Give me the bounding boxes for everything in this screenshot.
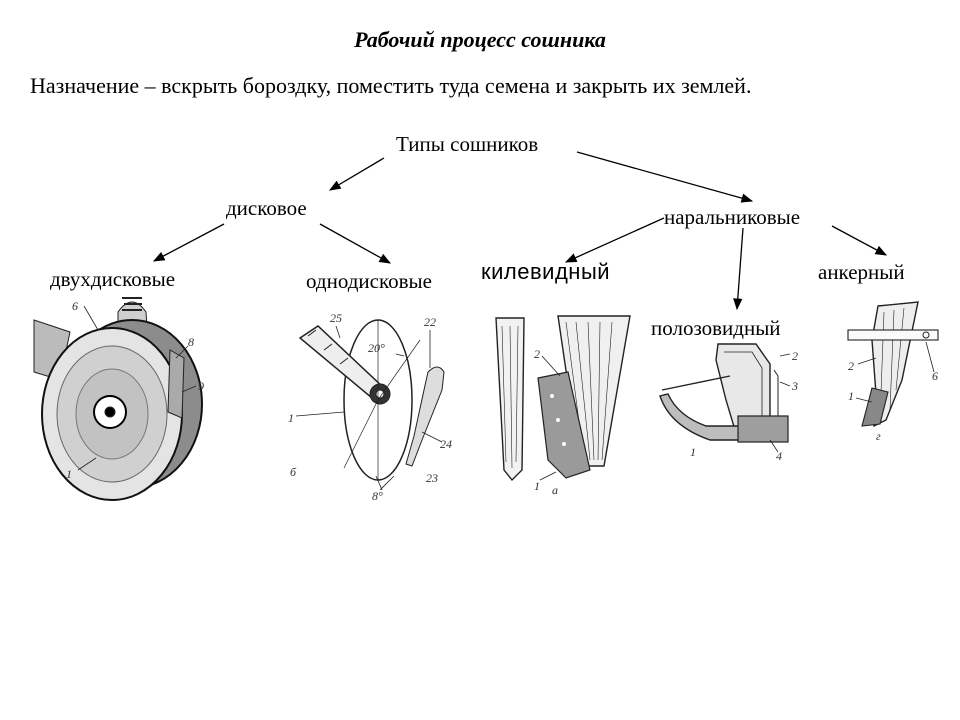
anchor-callout-g: г	[876, 429, 881, 443]
arrow-root-to-disc	[328, 157, 385, 191]
arrow-share-to-anchor	[831, 225, 888, 256]
dd-callout-1: 1	[66, 467, 72, 481]
keel-callout-1: 1	[534, 479, 540, 493]
arrow-disc-to-double	[152, 223, 225, 262]
sd-callout-1: 1	[288, 411, 294, 425]
runner-callout-3: 3	[791, 379, 798, 393]
node-disc: дисковое	[226, 196, 307, 220]
sd-callout-22: 22	[424, 315, 436, 329]
node-opener-types: Типы сошников	[396, 132, 539, 156]
node-anchor: анкерный	[818, 260, 905, 284]
sd-callout-8deg: 8°	[372, 489, 383, 503]
arrow-share-to-runner	[733, 227, 744, 311]
runner-callout-2: 2	[792, 349, 798, 363]
keel-callout-2: 2	[534, 347, 540, 361]
slide-title: Рабочий процесс сошника	[354, 27, 606, 52]
node-single-disc: однодисковые	[306, 269, 432, 293]
arrow-disc-to-single	[319, 223, 392, 264]
sd-callout-25: 25	[330, 311, 342, 325]
keel-illustration: 2 1 а	[495, 315, 631, 497]
sd-callout-20deg: 20°	[368, 341, 385, 355]
anchor-illustration: 2 6 1 г	[847, 301, 939, 443]
sd-callout-24: 24	[440, 437, 452, 451]
anchor-callout-6: 6	[932, 369, 938, 383]
node-keel: килевидный	[481, 259, 611, 284]
dd-callout-6: 6	[72, 299, 78, 313]
node-double-disc: двухдисковые	[50, 267, 176, 291]
arrow-share-to-keel	[564, 217, 665, 263]
keel-callout-a: а	[552, 483, 558, 497]
anchor-callout-1: 1	[848, 389, 854, 403]
node-runner: полозовидный	[651, 316, 781, 340]
runner-callout-1: 1	[690, 445, 696, 459]
single-disc-illustration: 25 22 20° 1 24 23 б 8°	[288, 311, 452, 503]
dd-callout-8: 8	[188, 335, 194, 349]
double-disc-illustration: 6 8 9 1	[33, 297, 204, 501]
arrow-root-to-share	[576, 151, 754, 203]
runner-callout-4: 4	[776, 449, 782, 463]
dd-callout-9: 9	[198, 379, 204, 393]
tree-arrows	[152, 151, 888, 311]
anchor-callout-2: 2	[848, 359, 854, 373]
sd-callout-23: 23	[426, 471, 438, 485]
node-share: наральниковые	[664, 205, 801, 229]
sd-callout-b: б	[290, 465, 297, 479]
purpose-text: Назначение – вскрыть бороздку, поместить…	[30, 73, 752, 98]
runner-illustration: 2 3 1 4	[659, 343, 798, 463]
